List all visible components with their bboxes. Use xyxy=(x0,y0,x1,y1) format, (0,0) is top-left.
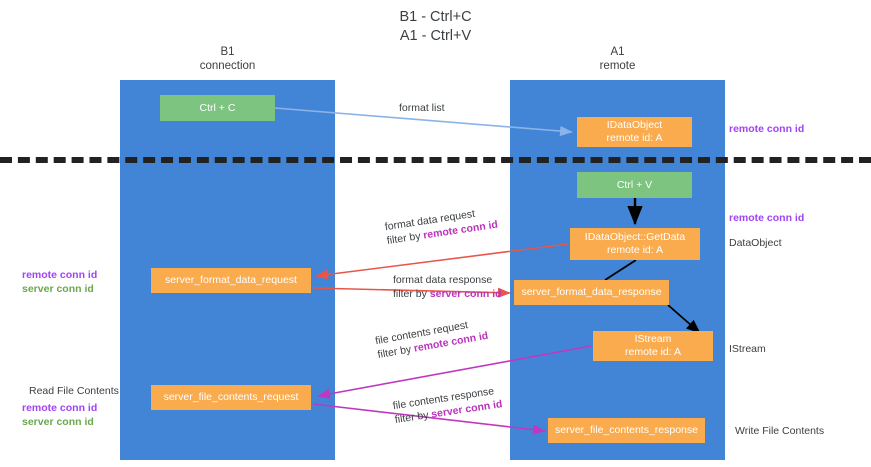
annotation-remote-conn-id-mid: remote conn id xyxy=(729,212,805,224)
annotation-file-contents-response: file contents response filter by server … xyxy=(392,383,503,427)
node-server-format-data-request[interactable]: server_format_data_request xyxy=(151,268,311,293)
phase-separator-dashed-line xyxy=(0,157,871,163)
lane-header-a1-subtitle: remote xyxy=(599,59,636,72)
node-ctrl-v-label: Ctrl + V xyxy=(616,178,653,191)
annotation-format-data-request-filter-prefix: filter by xyxy=(386,229,425,248)
lane-header-a1-title: A1 xyxy=(610,46,625,58)
annotation-read-file-contents: Read File Contents xyxy=(29,385,119,397)
lane-header-a1: A1 remote xyxy=(510,46,725,73)
node-server-format-data-response-label: server_format_data_response xyxy=(521,286,662,298)
annotation-format-data-response-filter-key: server conn id xyxy=(429,288,502,300)
node-istream-subtitle: remote id: A xyxy=(624,346,682,358)
node-server-file-contents-request[interactable]: server_file_contents_request xyxy=(151,385,311,410)
node-idataobject-title: IDataObject xyxy=(606,119,663,131)
annotation-left-remote-conn-id-upper: remote conn id xyxy=(22,269,98,281)
node-server-format-data-response[interactable]: server_format_data_response xyxy=(514,280,669,305)
node-getdata-subtitle: remote id: A xyxy=(606,244,664,256)
node-server-file-contents-response[interactable]: server_file_contents_response xyxy=(548,418,705,443)
annotation-left-conn-ids-lower: remote conn id server conn id xyxy=(22,401,97,429)
annotation-remote-conn-id-top: remote conn id xyxy=(729,123,805,135)
annotation-left-server-conn-id-upper: server conn id xyxy=(22,283,94,295)
annotation-file-contents-response-filter-prefix: filter by xyxy=(394,408,433,427)
node-istream[interactable]: IStream remote id: A xyxy=(593,331,713,361)
node-server-file-contents-request-label: server_file_contents_request xyxy=(163,391,299,403)
annotation-left-conn-ids-upper: remote conn id server conn id xyxy=(22,268,97,296)
node-idataobject[interactable]: IDataObject remote id: A xyxy=(577,117,692,147)
annotation-format-data-response-title: format data response xyxy=(393,274,493,286)
annotation-left-server-conn-id-lower: server conn id xyxy=(22,416,94,428)
lane-header-b1-title: B1 xyxy=(220,46,235,58)
lane-header-b1-subtitle: connection xyxy=(199,59,256,72)
annotation-format-list: format list xyxy=(399,102,445,114)
annotation-format-data-response: format data response filter by server co… xyxy=(393,273,502,301)
node-idataobject-subtitle: remote id: A xyxy=(606,132,663,144)
annotation-left-remote-conn-id-lower: remote conn id xyxy=(22,402,98,414)
annotation-write-file-contents: Write File Contents xyxy=(735,425,825,437)
node-istream-title: IStream xyxy=(634,333,672,345)
node-getdata-title: IDataObject::GetData xyxy=(584,231,686,243)
annotation-format-data-response-filter-prefix: filter by xyxy=(393,288,430,300)
annotation-file-contents-request: file contents request filter by remote c… xyxy=(374,315,489,362)
node-ctrl-v[interactable]: Ctrl + V xyxy=(577,172,692,198)
node-server-format-data-request-label: server_format_data_request xyxy=(165,274,297,286)
page-title-line-1: B1 - Ctrl+C xyxy=(399,9,472,25)
page-title: B1 - Ctrl+C A1 - Ctrl+V xyxy=(0,8,871,46)
annotation-dataobject: DataObject xyxy=(729,237,782,249)
node-ctrl-c-label: Ctrl + C xyxy=(199,101,236,114)
lane-header-b1: B1 connection xyxy=(120,46,335,73)
node-server-file-contents-response-label: server_file_contents_response xyxy=(554,424,698,436)
page-title-line-2: A1 - Ctrl+V xyxy=(399,28,472,44)
node-idataobject-getdata[interactable]: IDataObject::GetData remote id: A xyxy=(570,228,700,260)
annotation-istream: IStream xyxy=(729,343,766,355)
annotation-format-data-request: format data request filter by remote con… xyxy=(384,204,499,248)
node-ctrl-c[interactable]: Ctrl + C xyxy=(160,95,275,121)
